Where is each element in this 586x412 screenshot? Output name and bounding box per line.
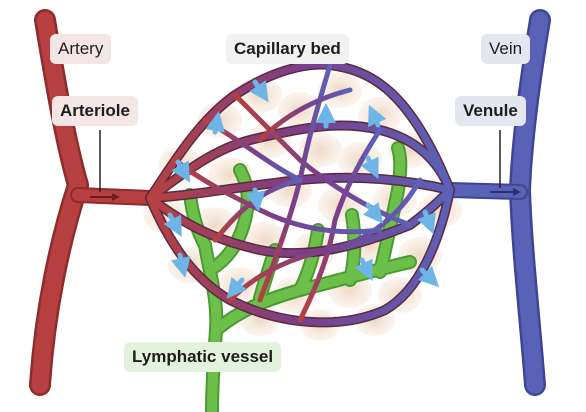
arteriole-flow-arrowhead: [112, 193, 120, 201]
diffusion-arrow: [417, 265, 440, 288]
diffusion-arrow: [245, 187, 266, 212]
arteriole-label: Arteriole: [52, 96, 138, 126]
diffusion-arrow: [171, 252, 191, 278]
diffusion-arrow: [368, 104, 387, 128]
diffusion-arrows: [163, 79, 440, 299]
vein-label: Vein: [481, 34, 531, 64]
diffusion-arrow: [417, 209, 436, 235]
capillary-bed-label: Capillary bed: [226, 34, 349, 64]
artery-label: Artery: [50, 34, 112, 64]
venule-label: Venule: [455, 96, 526, 126]
lymphatic-vessel-label: Lymphatic vessel: [124, 342, 282, 372]
venule-flow-arrowhead: [513, 188, 521, 196]
vein-vessel: [442, 9, 551, 396]
diffusion-arrow: [226, 276, 248, 299]
diffusion-arrow: [362, 201, 384, 224]
diffusion-arrow: [205, 111, 226, 135]
diffusion-arrow: [360, 155, 379, 179]
diffusion-arrow: [354, 257, 373, 281]
label-pointers: [90, 130, 521, 201]
diffusion-arrow: [171, 159, 191, 183]
diffusion-arrow: [249, 79, 269, 103]
diffusion-arrow: [163, 212, 182, 237]
artery-vessel: [29, 9, 158, 396]
